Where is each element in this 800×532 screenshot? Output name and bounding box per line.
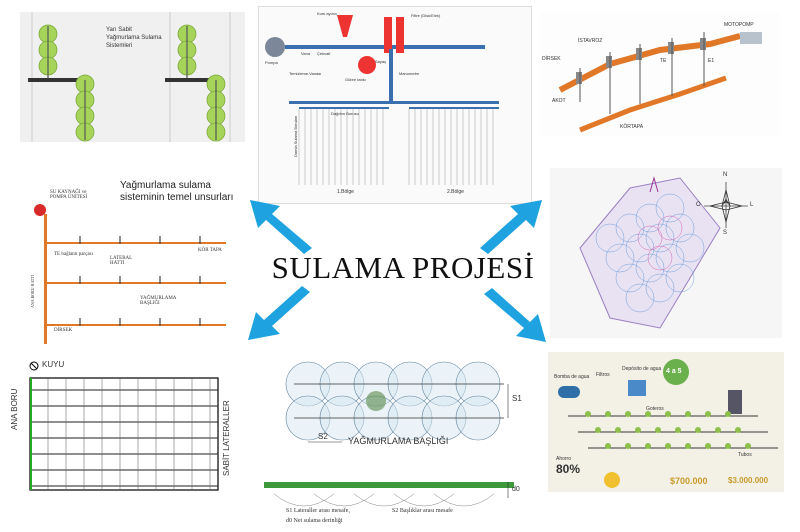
panel-basic-components: Yağmurlama sulama sisteminin temel unsur… — [10, 178, 242, 346]
legend-item-s1: S1 Lateraller arası mesafe, — [286, 508, 350, 514]
panel-fixed-laterals: KUYU ANA BORU SABİT LATERALLER — [4, 356, 240, 496]
legend-item-d0: d0 Net sulama derinliği — [286, 518, 343, 524]
compass-n: N — [723, 172, 728, 178]
label-deposito: Depósito de agua — [622, 366, 662, 372]
panel-drip-schematic: Kum ayırıcı Filtre (Disk/Elek) Pompa Çek… — [258, 6, 532, 204]
label-te-baglanti: TE bağlantı parçası — [54, 252, 93, 257]
label-damla-sulama: Damla Sulama Boruları — [293, 115, 298, 157]
compass-w: O — [696, 202, 701, 208]
components-diagram — [34, 204, 226, 344]
pipe-fittings-diagram — [558, 32, 762, 133]
label-dagitim-borusu: Dağıtım Borusu — [331, 111, 359, 116]
panel-pipe-fittings: DİRSEK İSTAVROZ TE E1 MOTOPOMP AKOT KÖRT… — [540, 12, 780, 136]
label-kum-ayirici: Kum ayırıcı — [317, 11, 338, 16]
label-lateral: LATERAL HATTI — [110, 256, 133, 266]
panel-sprinkler-spacing: S1 S2 YAĞMURLAMA BAŞLIĞI d0 S1 Lateralle… — [264, 358, 528, 528]
label-kor-tapa: KÖR TAPA — [198, 248, 222, 253]
label-motopomp: MOTOPOMP — [724, 22, 754, 28]
arrow-up-right — [480, 200, 542, 254]
label-tubos: Tubos — [738, 452, 752, 458]
legend-item-s2: S2 Başlıklar arası mesafe — [392, 508, 453, 514]
infographic-diagram — [558, 359, 778, 488]
spacing-diagram — [264, 361, 514, 507]
label-d0: d0 — [512, 486, 520, 493]
label-kortapa: KÖRTAPA — [620, 124, 644, 130]
label-cekvalf: Çekvalf — [317, 51, 331, 56]
label-cost-1: $700.000 — [670, 476, 708, 486]
label-te: TE — [660, 58, 667, 64]
panel-semi-fixed-sprinkler: Yarı Sabit Yağmurlama Sulama Sistemleri — [20, 12, 245, 142]
semi-fixed-caption: Yarı Sabit Yağmurlama Sulama Sistemleri — [106, 27, 162, 49]
label-ana-boru-hatti: ANA BORU HATTI — [30, 274, 35, 308]
label-s1: S1 — [512, 394, 522, 403]
drip-schematic-diagram — [265, 15, 499, 185]
label-dirsek: DİRSEK — [542, 56, 561, 62]
coverage-diagram — [579, 176, 748, 329]
label-vana: Vana — [301, 51, 311, 56]
arrow-up-left — [250, 200, 312, 254]
label-bolge-2: 2.Bölge — [447, 189, 464, 195]
panel-drip-infographic: Bomba de agua Filtros Depósito de agua 4… — [548, 352, 784, 492]
components-heading: Yağmurlama sulama sisteminin temel unsur… — [120, 180, 234, 203]
arrow-down-right — [484, 288, 546, 342]
label-su-kaynagi: SU KAYNAĞI ve POMPA ÜNİTESİ — [50, 190, 88, 200]
label-bomba: Bomba de agua — [554, 374, 590, 380]
label-filtros: Filtros — [596, 372, 610, 378]
panel-coverage-circles: N S L O — [550, 168, 782, 338]
arrow-down-left — [248, 286, 310, 340]
label-yagmurlama-heading: YAĞMURLAMA BAŞLIĞI — [348, 436, 449, 446]
label-akot: AKOT — [552, 98, 566, 104]
label-bolge-1: 1.Bölge — [337, 189, 354, 195]
label-gubre-tanki: Gübre tankı — [345, 77, 366, 82]
badge-4-a-5: 4 a 5 — [666, 368, 682, 375]
label-e1: E1 — [708, 58, 715, 64]
label-percent: 80% — [556, 462, 581, 476]
label-temizleme-vanasi: Temizleme Vanası — [289, 71, 322, 76]
label-ahorro: Ahorro — [556, 456, 572, 462]
semi-fixed-illustration — [20, 12, 245, 142]
label-cost-2: $3.000.000 — [728, 476, 769, 485]
label-yagmurlama-basligi: YAĞMURLAMA BAŞLIĞI — [140, 296, 177, 306]
label-sabit-lateraller: SABİT LATERALLER — [222, 400, 231, 476]
compass-s: S — [723, 230, 728, 236]
label-manometre: Manometre — [399, 71, 420, 76]
label-kuyu: KUYU — [42, 360, 65, 369]
label-s2: S2 — [318, 432, 328, 441]
compass-e: L — [750, 202, 754, 208]
label-pompa: Pompa — [265, 60, 278, 65]
label-goteros: Goteros — [646, 406, 664, 412]
page-title: SULAMA PROJESİ — [271, 250, 535, 285]
label-filtre: Filtre (Disk/Elek) — [411, 13, 441, 18]
label-dirsek-ml: DİRSEK — [54, 328, 73, 333]
label-sayac: Sayaç — [375, 59, 387, 64]
fixed-laterals-grid — [29, 361, 219, 491]
label-ana-boru: ANA BORU — [10, 388, 19, 430]
label-istavroz: İSTAVROZ — [578, 38, 603, 44]
